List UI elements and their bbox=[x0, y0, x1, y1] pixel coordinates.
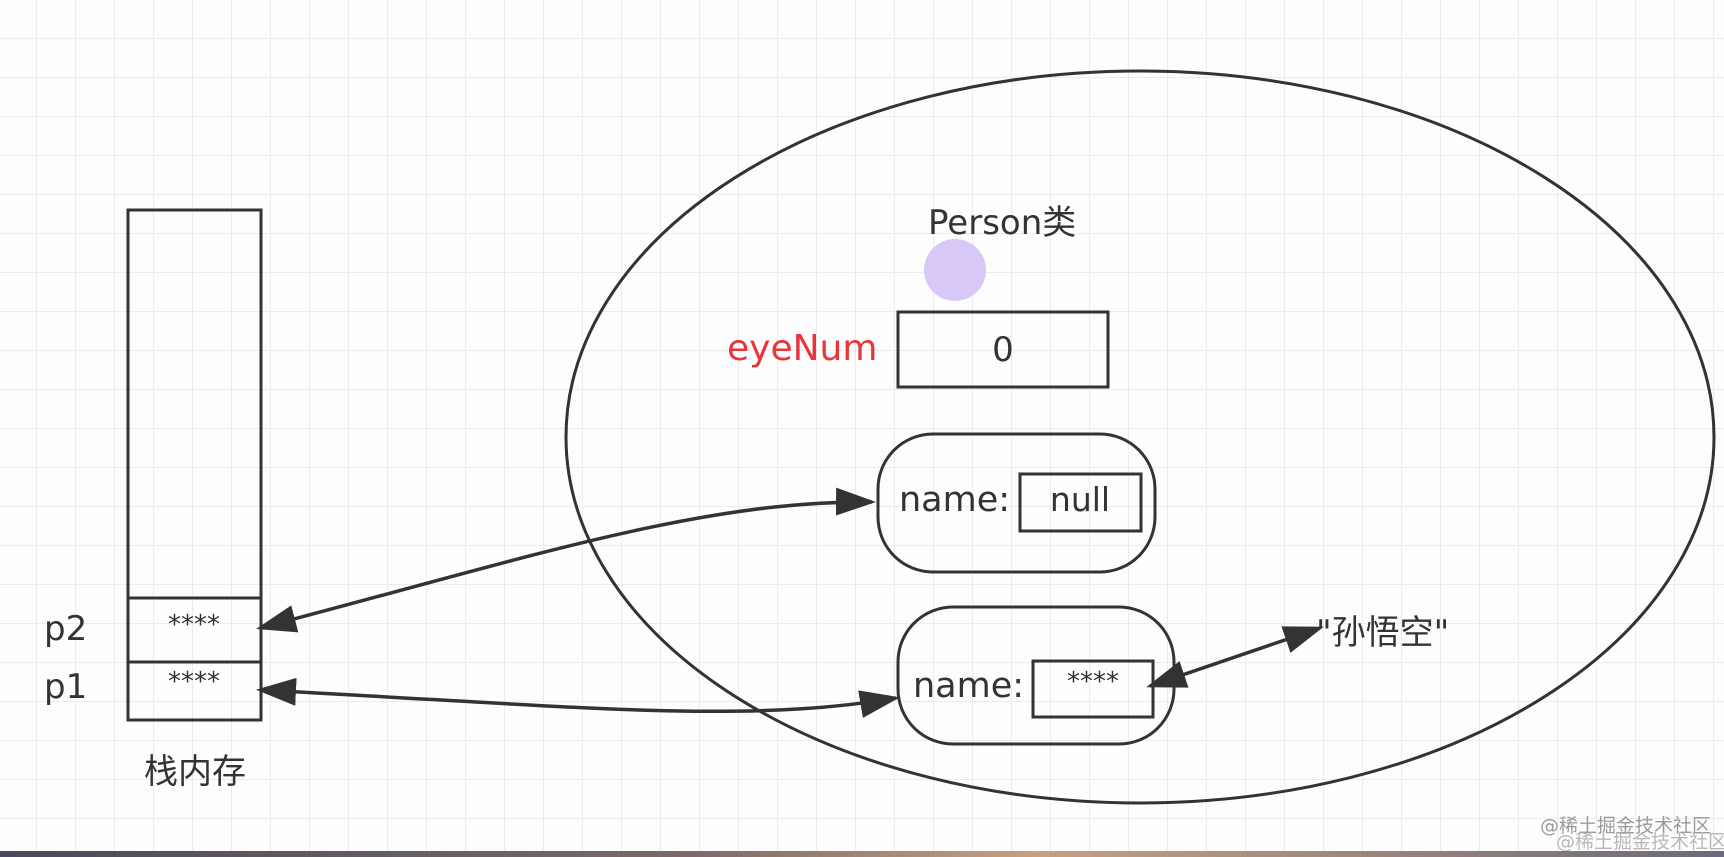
stack-title: 栈内存 bbox=[144, 752, 246, 792]
object-2-field-label: name: bbox=[913, 666, 1024, 706]
stack-memory: **** **** p2 p1 栈内存 bbox=[44, 208, 263, 792]
stack-label-p1: p1 bbox=[44, 667, 87, 707]
bottom-bar bbox=[0, 851, 1724, 857]
person-object-1: name: null bbox=[876, 432, 1157, 574]
string-literal: "孙悟空" bbox=[1316, 613, 1449, 653]
class-title: Person类 bbox=[928, 203, 1076, 243]
arrow-field-to-string bbox=[1146, 626, 1324, 688]
stack-slot-p2-value: **** bbox=[168, 610, 220, 640]
object-2-field-value: **** bbox=[1067, 667, 1119, 697]
person-object-2: name: **** bbox=[896, 605, 1176, 746]
stack-frame bbox=[126, 208, 263, 722]
stack-label-p2: p2 bbox=[44, 609, 87, 649]
static-field-name: eyeNum bbox=[727, 328, 877, 369]
watermark: @稀土掘金技术社区 bbox=[1540, 815, 1711, 837]
cursor-marker bbox=[924, 239, 986, 301]
arrow-p1-to-object-2 bbox=[256, 677, 900, 718]
object-2-field-box bbox=[1031, 659, 1155, 719]
arrow-p2-to-object-1 bbox=[256, 487, 876, 633]
object-1-field-value: null bbox=[1050, 480, 1110, 519]
stack-slot-p1-value: **** bbox=[168, 667, 220, 697]
object-1-field-box bbox=[1018, 472, 1143, 533]
heap-ellipse bbox=[564, 69, 1716, 805]
static-field-box bbox=[896, 310, 1110, 389]
object-1-field-label: name: bbox=[899, 480, 1010, 520]
static-field-value: 0 bbox=[992, 330, 1014, 370]
watermark-shadow: @稀土掘金技术社区 bbox=[1556, 831, 1724, 853]
